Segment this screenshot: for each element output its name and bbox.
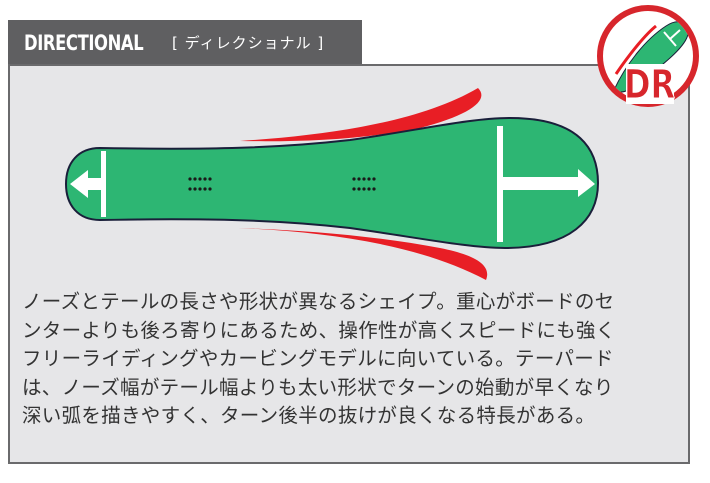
description-line: は、ノーズ幅がテール幅よりも太い形状でターンの始動が早くなり (22, 375, 614, 399)
description-line: フリーライディングやカービングモデルに向いている。テーパード (22, 347, 614, 370)
nose-arrow-icon (503, 169, 595, 197)
description-text: ノーズとテールの長さや形状が異なるシェイプ。重心がボードのセ ンターよりも後ろ寄… (22, 288, 687, 431)
description-line: ンターよりも後ろ寄りにあるため、操作性が高くスピードにも強く (22, 318, 616, 342)
description-line: ノーズとテールの長さや形状が異なるシェイプ。重心がボードのセ (22, 290, 615, 313)
header-subtitle: [ ディレクショナル ] (172, 34, 325, 52)
bottom-sidecut-curve (238, 228, 488, 280)
nose-line (497, 126, 503, 242)
badge-label: DR (624, 60, 675, 107)
tail-line (101, 151, 106, 217)
dr-badge-icon: DR (597, 5, 699, 108)
top-sidecut-curve (240, 88, 482, 142)
snowboard-body (64, 116, 600, 250)
front-inserts (352, 177, 376, 191)
description-line: 深い弧を描きやすく、ターン後半の抜けが良くなる特長がある。 (22, 404, 596, 427)
rear-inserts (188, 177, 212, 191)
header-tab: DIRECTIONAL [ ディレクショナル ] (8, 20, 362, 65)
tail-arrow-icon (70, 170, 101, 198)
header-title: DIRECTIONAL (24, 30, 144, 55)
